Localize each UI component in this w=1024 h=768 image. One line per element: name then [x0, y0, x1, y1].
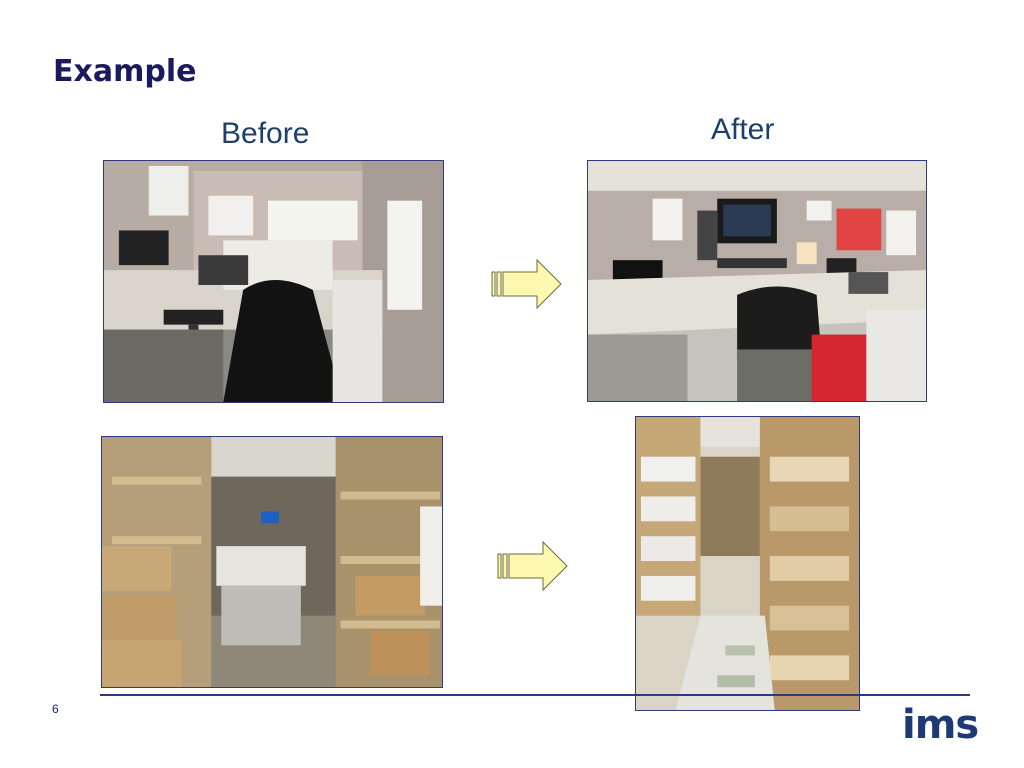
- transition-arrow-top: [491, 258, 562, 310]
- after-storage-photo: [635, 416, 860, 711]
- footer-rule: [100, 694, 970, 696]
- page-number: 6: [52, 702, 59, 716]
- slide-title: Example: [53, 54, 197, 89]
- after-label: After: [711, 113, 775, 146]
- ims-logo: ims: [902, 702, 979, 748]
- before-office-photo: [103, 160, 444, 403]
- before-storage-photo: [101, 436, 443, 688]
- before-label: Before: [221, 117, 310, 150]
- after-office-photo: [587, 160, 927, 402]
- transition-arrow-bottom: [497, 540, 568, 592]
